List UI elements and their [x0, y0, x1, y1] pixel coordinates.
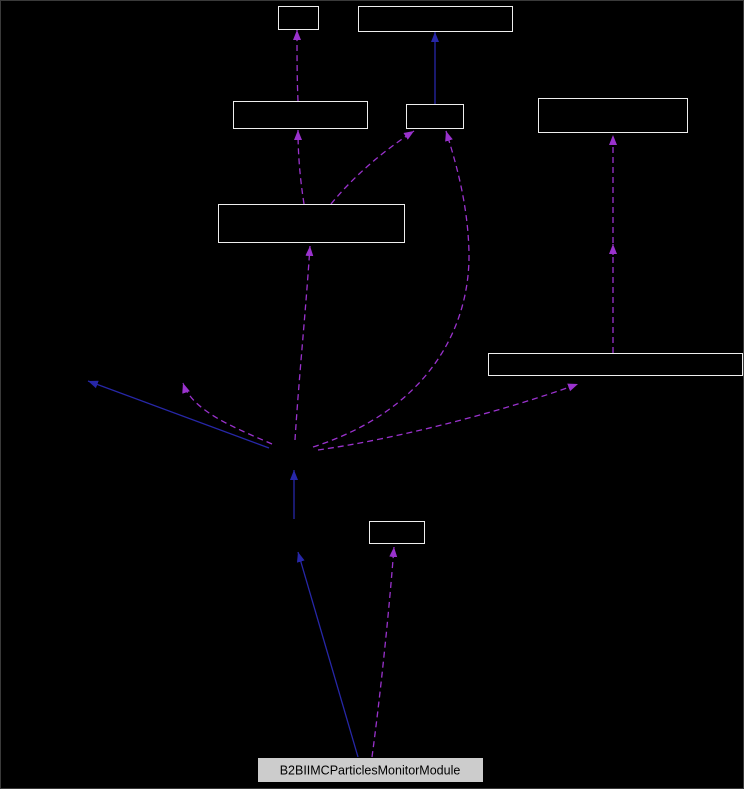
node-box-mid-small[interactable]: [406, 104, 464, 129]
node-box-top-small[interactable]: [278, 6, 319, 30]
edge-usage-hub-to-left: [182, 382, 273, 445]
edge-usage-mid-to-topleft: [293, 29, 302, 102]
node-box-top-wide[interactable]: [358, 6, 513, 32]
node-box-mid-left[interactable]: [233, 101, 368, 129]
main-node-box: [258, 758, 483, 782]
edge-usage-main-to-smallbox: [371, 546, 398, 758]
edge-inherit-main-to-subhub: [296, 551, 359, 758]
edge-usage-lower-to-midsmall: [330, 130, 415, 205]
edge-usage-hub-to-rightlow: [317, 383, 579, 451]
edge-inherit-hub-to-farleft: [87, 380, 270, 449]
edge-usage-lower-to-midleft: [294, 129, 305, 205]
edge-usage-hub-to-lowerbox: [294, 245, 314, 441]
node-box-right[interactable]: [538, 98, 688, 133]
node-box-small-low[interactable]: [369, 521, 425, 544]
node-box-lower-left[interactable]: [218, 204, 405, 243]
node-box-right-lower[interactable]: [488, 353, 743, 376]
edge-usage-hub-to-midsmall-curve: [312, 130, 470, 448]
main-node-label: B2BIIMCParticlesMonitorModule: [280, 764, 461, 778]
